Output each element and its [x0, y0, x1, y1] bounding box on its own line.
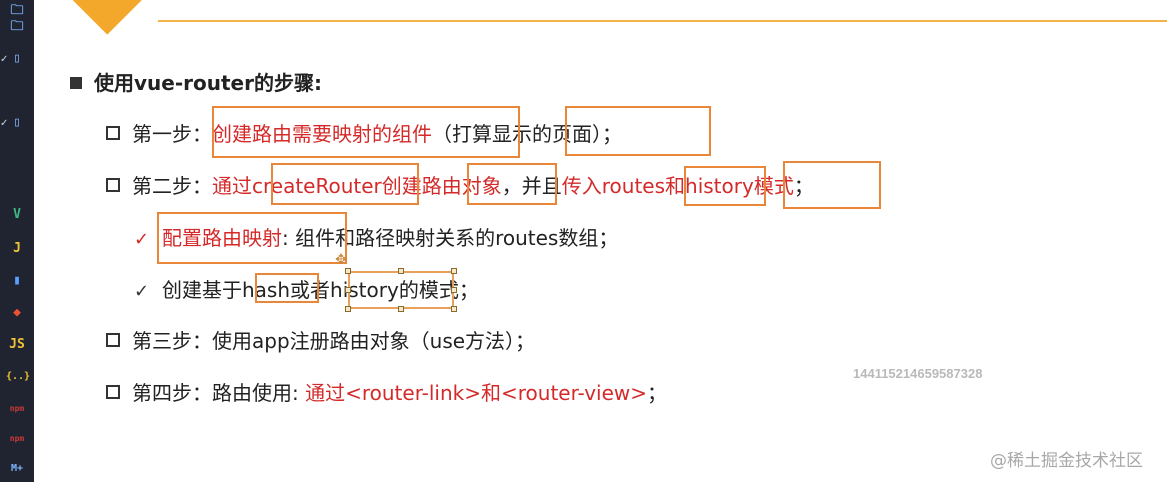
- json-icon[interactable]: {..}: [6, 371, 31, 382]
- step-1: 第一步：创建路由需要映射的组件（打算显示的页面）；: [106, 120, 622, 148]
- watermark-id: 1441152146595873​28: [853, 366, 983, 381]
- step-3: 第三步：使用app注册路由对象（use方法）；: [106, 327, 535, 355]
- j-icon[interactable]: J: [13, 241, 21, 256]
- step-2: 第二步：通过createRouter创建路由对象，并且传入routes和hist…: [106, 172, 814, 200]
- slide-content: 使用vue-router的步骤: 第一步：创建路由需要映射的组件（打算显示的页面…: [34, 0, 1167, 482]
- doc-icon[interactable]: ▮: [13, 273, 21, 288]
- section-heading: 使用vue-router的步骤:: [70, 69, 322, 97]
- markdown-icon[interactable]: M+: [10, 463, 24, 474]
- resize-handle[interactable]: [398, 306, 404, 312]
- bullet-box-icon: [106, 385, 120, 399]
- npm-icon[interactable]: npm: [9, 434, 25, 443]
- resize-handle[interactable]: [451, 306, 457, 312]
- git-icon[interactable]: ◆: [13, 305, 21, 320]
- move-cursor-icon: ✥: [335, 252, 347, 268]
- file-icon[interactable]: ▯: [13, 115, 21, 130]
- npm-icon[interactable]: npm: [9, 404, 25, 413]
- watermark-site: @稀土掘金技术社区: [990, 451, 1143, 471]
- resize-handle[interactable]: [345, 268, 351, 274]
- vue-icon[interactable]: V: [13, 207, 21, 222]
- bullet-box-icon: [106, 126, 120, 140]
- resize-handle[interactable]: [398, 268, 404, 274]
- resize-handle[interactable]: [345, 306, 351, 312]
- substep-history-mode: ✓创建基于hash或者history的模式；: [134, 276, 479, 306]
- resize-handle[interactable]: [451, 287, 457, 293]
- file-icon[interactable]: ▯: [13, 51, 21, 66]
- bullet-square-icon: [70, 77, 82, 89]
- step-4: 第四步：路由使用: 通过<router-link>和<router-view>；: [106, 379, 667, 407]
- check-icon: ✓: [134, 281, 150, 302]
- bullet-box-icon: [106, 333, 120, 347]
- activity-bar: 🗀 🗀 ✓ ▯ ✓ ▯ V J ▮ ◆ JS {..} npm npm M+: [0, 0, 34, 482]
- bullet-box-icon: [106, 178, 120, 192]
- resize-handle[interactable]: [451, 268, 457, 274]
- folder-icon[interactable]: 🗀: [10, 3, 24, 18]
- header-rule: [158, 20, 1167, 22]
- resize-handle[interactable]: [345, 287, 351, 293]
- check-icon: ✓: [0, 118, 9, 129]
- js-icon[interactable]: JS: [9, 337, 25, 352]
- check-icon: ✓: [134, 229, 150, 250]
- folder-icon[interactable]: 🗀: [10, 19, 24, 34]
- check-icon: ✓: [0, 54, 9, 65]
- substep-config-routes: ✓配置路由映射: 组件和路径映射关系的routes数组；: [134, 224, 618, 254]
